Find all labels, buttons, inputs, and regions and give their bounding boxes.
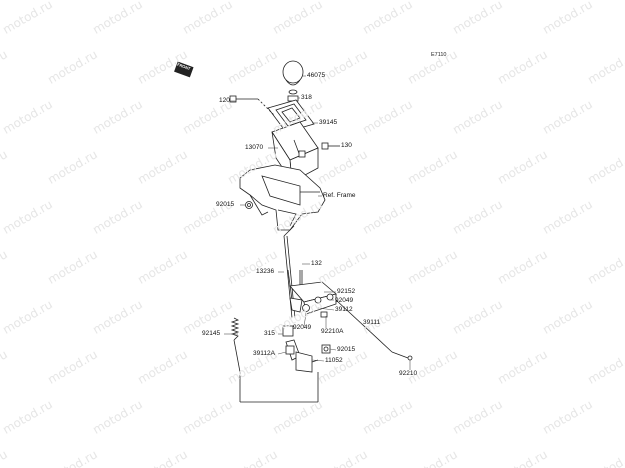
label-315: 315 [264,330,275,337]
label-39111: 39111 [363,319,381,326]
bolt-120 [229,95,275,116]
label-132: 132 [311,260,322,267]
label-120: 120 [219,97,230,104]
label-92210: 92210 [399,370,418,377]
diagram-code: E7110 [431,52,447,58]
label-13236: 13236 [256,268,275,275]
washer-92015-upper [245,201,253,209]
lever-bracket [289,281,337,318]
boot-plate [267,99,315,133]
label-318: 318 [301,94,312,101]
shift-knob [282,60,304,95]
label-39112a: 39112A [253,350,275,357]
pin-132 [299,270,303,286]
front-badge-icon [174,61,194,78]
bolt-130 [321,142,340,150]
label-92015-upper: 92015 [216,201,235,208]
label-130: 130 [341,142,352,149]
label-39112: 39112 [335,306,353,313]
label-ref-frame: Ref. Frame [323,192,356,199]
frame-piece [239,164,326,231]
bracket-11052 [295,351,319,373]
bushing-315 [282,325,294,337]
label-46075: 46075 [307,72,326,79]
label-92015-lower: 92015 [337,346,356,353]
label-11052: 11052 [325,357,343,364]
label-13070: 13070 [245,144,264,151]
spring-92145 [230,317,319,403]
cable-39111 [335,299,413,361]
label-39145: 39145 [319,119,338,126]
label-92049-a: 92049 [335,297,354,304]
label-92210a: 92210A [321,328,344,335]
label-92145: 92145 [202,330,221,337]
label-92049-b: 92049 [293,324,312,331]
label-92152: 92152 [337,288,356,295]
shift-rod [283,225,303,319]
washer-92015-lower [321,344,331,354]
